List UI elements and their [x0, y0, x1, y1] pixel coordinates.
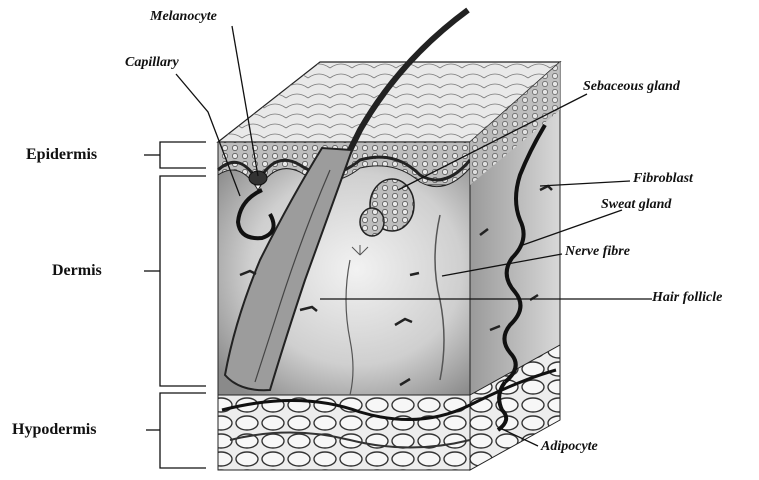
- label-dermis: Dermis: [52, 262, 102, 280]
- label-hair-follicle: Hair follicle: [652, 290, 722, 306]
- label-sweat-gland: Sweat gland: [601, 197, 671, 213]
- label-epidermis: Epidermis: [26, 146, 97, 164]
- label-capillary: Capillary: [125, 55, 179, 71]
- label-hypodermis: Hypodermis: [12, 421, 96, 439]
- layer-brackets: [144, 142, 206, 468]
- label-sebaceous-gland: Sebaceous gland: [583, 79, 680, 95]
- label-fibroblast: Fibroblast: [633, 171, 693, 187]
- label-melanocyte: Melanocyte: [150, 9, 217, 25]
- label-nerve-fibre: Nerve fibre: [565, 244, 630, 260]
- label-adipocyte: Adipocyte: [541, 439, 598, 455]
